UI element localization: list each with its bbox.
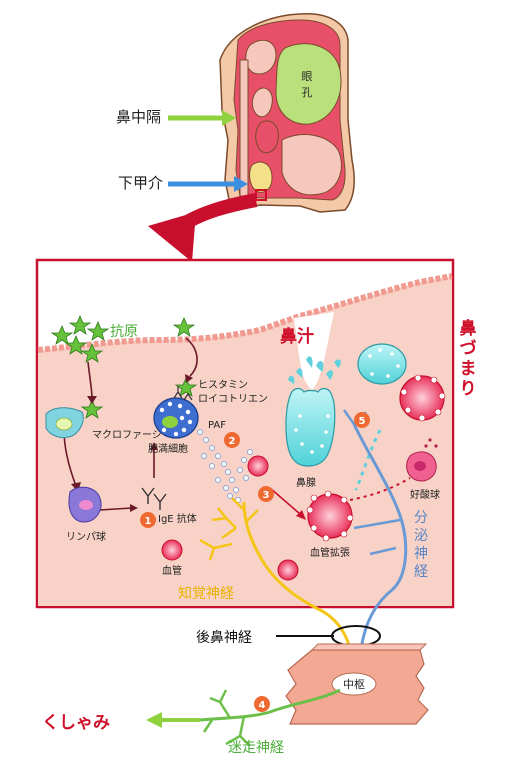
antigen-flow-arrows: [63, 337, 198, 511]
antigen-star: [80, 398, 104, 419]
svg-text:り: り: [460, 379, 477, 399]
eosinophil-migration: [349, 477, 411, 501]
svg-text:4: 4: [259, 700, 266, 711]
gland-notch: [294, 312, 334, 390]
vasodilation-label: 血管拡張: [310, 546, 350, 559]
septum-label: 鼻中隔: [116, 108, 161, 126]
center-node: [331, 672, 377, 696]
ige-label: IgE 抗体: [158, 512, 197, 525]
secretory-nerve: [352, 423, 408, 661]
nasal-gland-label: 鼻腺: [296, 476, 316, 489]
vagus-nerve: [199, 688, 341, 722]
lymphocyte-label: リンパ球: [66, 530, 106, 543]
antigen-star: [64, 334, 88, 355]
svg-text:1: 1: [145, 516, 152, 527]
svg-text:づ: づ: [460, 339, 477, 359]
sneeze-label: くしゃみ: [42, 713, 110, 733]
vasodilation-arrow: [269, 487, 306, 520]
antigen-star: [172, 316, 196, 337]
septum: [239, 59, 249, 197]
antigen-label: 抗原: [110, 324, 138, 340]
central-block-top: [310, 643, 428, 651]
antigen-star: [86, 320, 110, 341]
antigen-cluster: [50, 314, 198, 419]
blood-vessel-cell: [161, 455, 299, 581]
step-badge-5: 5: [354, 412, 370, 428]
ige-antibody: [141, 487, 167, 510]
orbit-label-2: 孔: [302, 86, 313, 99]
turbinate-label: 下甲介: [118, 174, 163, 192]
posterior-nerve-label: 後鼻神経: [196, 629, 252, 646]
zoom-arrow: [148, 193, 258, 262]
nerve-ring: [331, 625, 381, 647]
nasal-cross-section: 眼 孔: [219, 13, 355, 213]
mast-cell: [153, 386, 199, 439]
paf-label: PAF: [208, 420, 226, 431]
antigen-star: [68, 314, 92, 335]
center-label: 中枢: [343, 677, 365, 691]
svg-text:ま: ま: [460, 359, 477, 379]
mast-cell-label: 肥満細胞: [148, 442, 188, 455]
macrophage-label: マクロファージ: [92, 429, 162, 441]
zoom-box: [255, 189, 267, 201]
vagus-nerve-label: 迷走神経: [228, 740, 284, 756]
secretion-spray: [288, 356, 341, 384]
sinus-upper: [245, 39, 277, 75]
orbit-label-1: 眼: [302, 70, 313, 83]
turbinate-arrow: [168, 176, 248, 192]
septum-arrow: [168, 110, 236, 126]
antigen-star: [50, 324, 74, 345]
sneeze-arrow: [146, 712, 200, 728]
nasal-gland: [285, 387, 336, 467]
vessel-upper-right: [399, 374, 446, 422]
eosinophil: [406, 438, 438, 482]
antigen-star: [174, 376, 198, 397]
step-badge-3: 3: [258, 486, 274, 502]
lymphocyte: [68, 486, 102, 523]
airway-upper: [251, 87, 273, 118]
airway-middle: [255, 120, 279, 154]
released-granules: [197, 429, 253, 503]
step-badge-4: 4: [254, 696, 270, 712]
orbit: [275, 43, 342, 125]
vagus-nerve-branches: [202, 689, 251, 747]
secretory-nerve-label-3: 神: [414, 546, 428, 562]
sensory-nerve-label: 知覚神経: [178, 585, 234, 602]
step-badges: 1 2 3 4 5: [140, 412, 370, 712]
svg-text:3: 3: [263, 490, 270, 501]
secretory-nerve-label-4: 経: [414, 564, 428, 580]
inferior-turbinate: [249, 161, 273, 193]
mediator-label-1: ヒスタミン: [198, 379, 248, 391]
secretory-nerve-label-1: 分: [414, 510, 428, 526]
sensory-nerve-branches: [199, 497, 259, 561]
eosinophil-label: 好酸球: [410, 488, 440, 501]
svg-text:5: 5: [359, 416, 366, 427]
blood-vessel-label: 血管: [162, 564, 182, 577]
sensory-nerve: [242, 501, 354, 661]
antigen-star: [80, 342, 104, 363]
mucosa-edge: [37, 273, 453, 353]
svg-text:鼻: 鼻: [460, 318, 477, 339]
svg-text:2: 2: [229, 436, 236, 447]
mediator-label-2: ロイコトリエン: [198, 394, 268, 405]
runny-nose-label: 鼻汁: [280, 326, 314, 347]
macrophage: [45, 407, 84, 439]
dilated-vessel: [306, 490, 354, 542]
secretory-nerve-label-2: 泌: [414, 528, 428, 544]
step-badge-1: 1: [140, 512, 156, 528]
gland-upper-right: [357, 343, 407, 385]
step-badge-2: 2: [224, 432, 240, 448]
congestion-label: 鼻 づ ま り: [460, 318, 477, 399]
maxillary-sinus: [281, 134, 342, 196]
